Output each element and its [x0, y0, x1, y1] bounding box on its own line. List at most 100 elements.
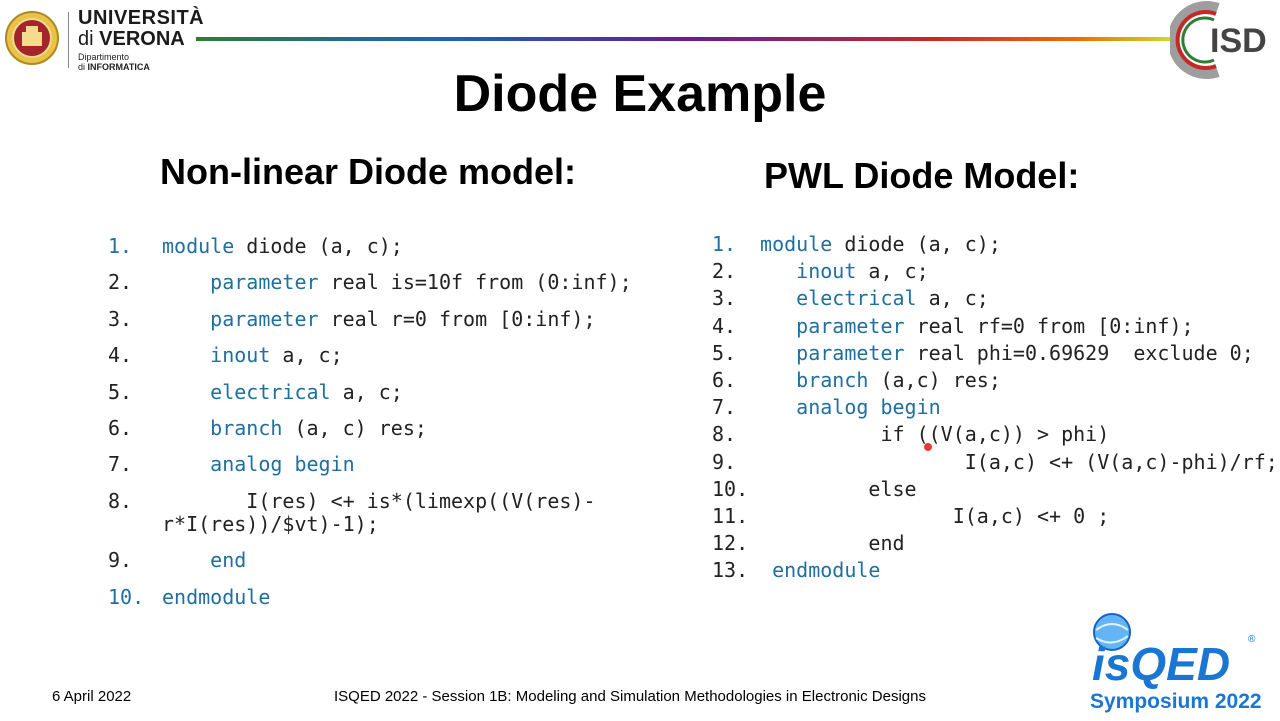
- left-column-heading: Non-linear Diode model:: [160, 151, 577, 192]
- footer-date: 6 April 2022: [52, 688, 132, 705]
- line-number: 2.: [108, 270, 133, 295]
- code-text: I(a,c) <+ (V(a,c)-phi)/rf;: [964, 449, 1278, 474]
- line-number: 10.: [108, 584, 145, 609]
- left-code-line: 8. I(res) <+ is*(limexp((V(res)-: [108, 489, 596, 513]
- code-keyword: analog begin: [796, 395, 941, 420]
- code-keyword: electrical: [796, 286, 917, 311]
- line-number: 1.: [712, 232, 737, 256]
- code-text: diode (a, c);: [234, 234, 403, 258]
- line-number: 3.: [108, 306, 133, 331]
- left-code-continuation: r*I(res))/$vt)-1);: [162, 511, 379, 536]
- right-code-line: 6. branch (a,c) res;: [712, 368, 1001, 392]
- left-code-line: 3. parameter real r=0 from [0:inf);: [108, 307, 596, 331]
- department-label: Dipartimento di INFORMATICA: [78, 52, 150, 72]
- right-code-line: 2. inout a, c;: [712, 259, 929, 283]
- line-number: 12.: [712, 531, 749, 556]
- line-number: 6.: [108, 416, 133, 440]
- right-code-line: 12. end: [712, 531, 905, 555]
- right-code-line: 3. electrical a, c;: [712, 286, 989, 310]
- code-keyword: branch: [796, 368, 869, 392]
- right-code-line: 13. endmodule: [712, 558, 880, 582]
- line-number: 9.: [108, 548, 133, 573]
- line-number: 2.: [712, 259, 737, 284]
- left-code-line: 5. electrical a, c;: [108, 380, 403, 404]
- code-keyword: branch: [210, 416, 283, 440]
- code-text: end: [868, 531, 905, 556]
- code-text: else: [868, 476, 917, 501]
- code-keyword: parameter: [796, 340, 905, 365]
- code-keyword: analog begin: [210, 452, 355, 477]
- line-number: 11.: [712, 504, 749, 528]
- left-code-line: 9. end: [108, 548, 246, 572]
- isd-logo: ISD: [1167, 0, 1280, 80]
- line-number: 10.: [712, 476, 749, 501]
- right-code-line: 1. module diode (a, c);: [712, 232, 1001, 256]
- code-keyword: electrical: [210, 379, 331, 404]
- right-code-line: 7. analog begin: [712, 395, 941, 419]
- code-text: a, c;: [330, 379, 403, 404]
- left-code-line: 7. analog begin: [108, 452, 355, 476]
- line-number: 7.: [108, 452, 133, 477]
- code-keyword: endmodule: [772, 558, 881, 583]
- code-keyword: parameter: [210, 270, 319, 295]
- right-code-line: 4. parameter real rf=0 from [0:inf);: [712, 314, 1194, 338]
- right-code-line: 8. if ((V(a,c)) > phi): [712, 422, 1109, 446]
- code-keyword: endmodule: [162, 584, 271, 609]
- code-text: real phi=0.69629 exclude 0;: [904, 340, 1254, 365]
- line-number: 6.: [712, 368, 737, 392]
- header-divider: [68, 12, 69, 68]
- line-number: 7.: [712, 395, 737, 420]
- isqed-name: isQED: [1092, 638, 1230, 690]
- laser-pointer-dot: [924, 443, 932, 451]
- code-text: real is=10f from (0:inf);: [318, 270, 632, 295]
- code-keyword: parameter: [210, 306, 319, 331]
- line-number: 9.: [712, 449, 737, 474]
- line-number: 4.: [712, 313, 737, 338]
- code-text: if ((V(a,c)) > phi): [880, 422, 1110, 447]
- isqed-reg: ®: [1248, 634, 1256, 645]
- slide-title: Diode Example: [453, 65, 827, 123]
- code-text: real rf=0 from [0:inf);: [904, 313, 1194, 338]
- univr-name-line1: UNIVERSITÀ: [78, 7, 205, 29]
- right-code-line: 10. else: [712, 477, 917, 501]
- code-text: a, c;: [270, 343, 343, 368]
- code-text: a, c;: [856, 259, 929, 284]
- line-number: 4.: [108, 343, 133, 368]
- code-text: (a, c) res;: [282, 416, 427, 440]
- header-gradient-rule: [196, 37, 1176, 41]
- line-number: 1.: [108, 234, 133, 258]
- isqed-logo: isQED ® Symposium 2022: [1086, 612, 1266, 716]
- univr-name-line2: di VERONA: [78, 28, 185, 50]
- line-number: 5.: [712, 340, 737, 365]
- code-text: I(res) <+ is*(limexp((V(res)-: [246, 488, 596, 513]
- code-text: (a,c) res;: [868, 368, 1001, 392]
- code-keyword: inout: [796, 259, 857, 284]
- line-number: 8.: [712, 422, 737, 447]
- code-text: I(a,c) <+ 0 ;: [952, 504, 1110, 528]
- line-number: 13.: [712, 558, 749, 583]
- univr-wordmark: UNIVERSITÀ di VERONA Dipartimento di INF…: [78, 8, 204, 72]
- right-code-line: 5. parameter real phi=0.69629 exclude 0;: [712, 341, 1254, 365]
- left-code-line: 4. inout a, c;: [108, 343, 343, 367]
- code-keyword: module: [162, 234, 235, 258]
- isd-text: ISD: [1210, 22, 1267, 60]
- code-text: real r=0 from [0:inf);: [318, 306, 596, 331]
- univr-seal-logo: [4, 10, 60, 66]
- line-number: 5.: [108, 379, 133, 404]
- line-number: 8.: [108, 488, 133, 513]
- code-keyword: inout: [210, 343, 271, 368]
- code-text: a, c;: [916, 286, 989, 311]
- isqed-tagline: Symposium 2022: [1090, 690, 1262, 713]
- right-column-heading: PWL Diode Model:: [764, 155, 1080, 196]
- right-code-line: 11. I(a,c) <+ 0 ;: [712, 504, 1109, 528]
- left-code-line: 2. parameter real is=10f from (0:inf);: [108, 270, 632, 294]
- left-code-line: 10. endmodule: [108, 585, 270, 609]
- line-number: 3.: [712, 286, 737, 311]
- right-code-line: 9. I(a,c) <+ (V(a,c)-phi)/rf;: [712, 450, 1278, 474]
- code-text: diode (a, c);: [832, 232, 1001, 256]
- footer-session: ISQED 2022 - Session 1B: Modeling and Si…: [334, 688, 926, 705]
- code-keyword: end: [210, 548, 247, 573]
- left-code-line: 6. branch (a, c) res;: [108, 416, 427, 440]
- code-keyword: parameter: [796, 313, 905, 338]
- code-keyword: module: [760, 232, 833, 256]
